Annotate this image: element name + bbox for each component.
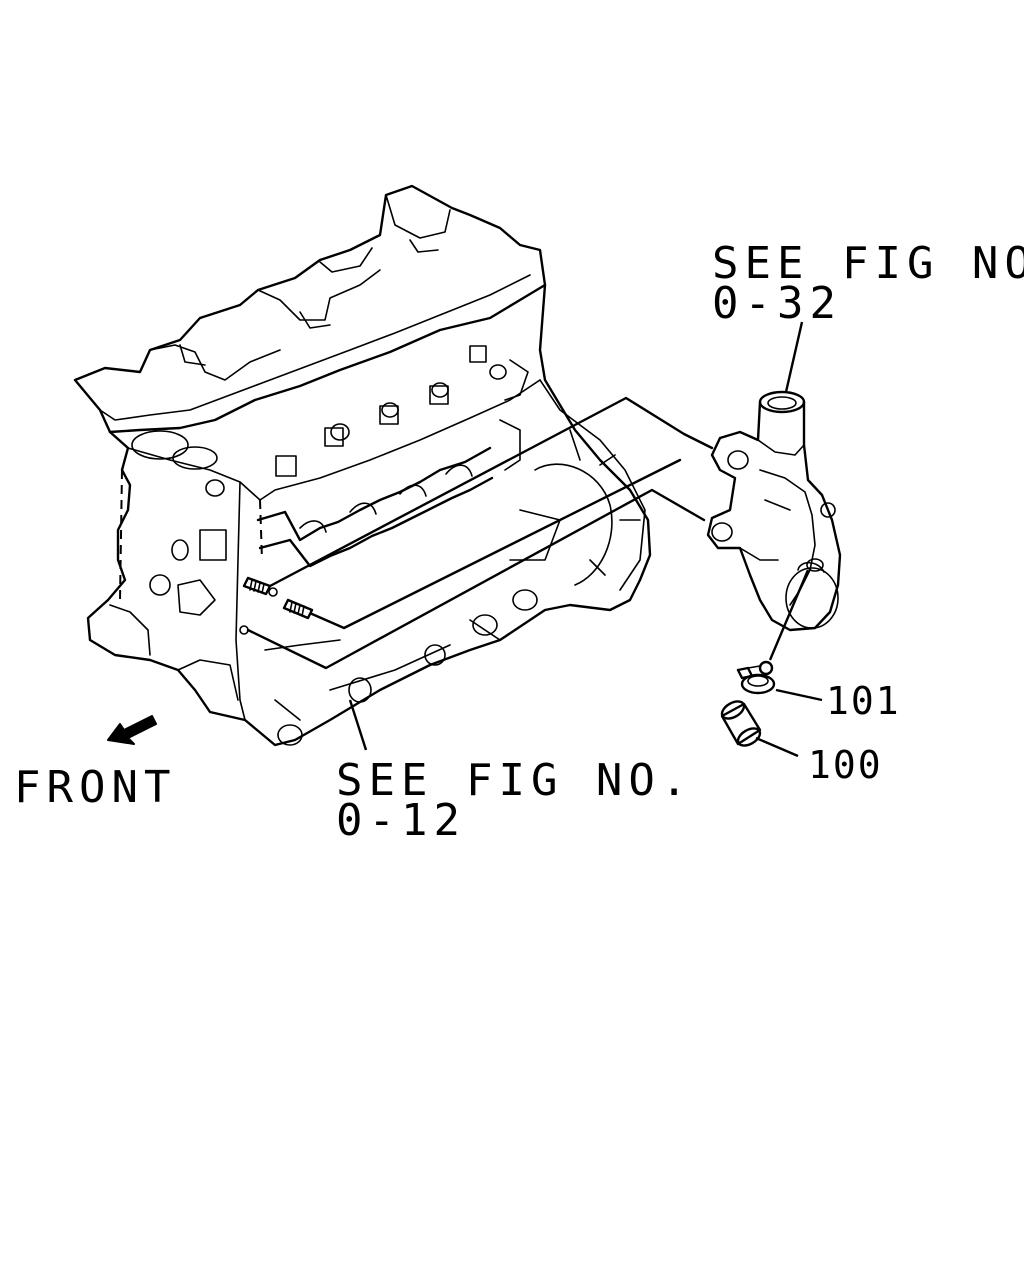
stud-bolts [239, 576, 314, 635]
see-fig-top-line2: 0-32 [712, 278, 842, 329]
thermostat-housing [706, 390, 842, 632]
see-fig-bottom-line2: 0-12 [336, 795, 466, 846]
engine-block [73, 184, 652, 747]
part-100-hose [720, 700, 762, 747]
arrow-down-left-icon [107, 715, 157, 745]
part-101-clamp [736, 660, 776, 695]
part-number-101: 101 [826, 679, 901, 723]
leader-lines [348, 321, 823, 758]
part-number-100: 100 [808, 743, 883, 787]
see-fig-top-line1: SEE FIG NO. [712, 238, 1024, 289]
assembly-lines [246, 396, 714, 670]
front-label: FRONT [14, 762, 176, 813]
see-fig-bottom-line1: SEE FIG NO. [336, 755, 693, 806]
